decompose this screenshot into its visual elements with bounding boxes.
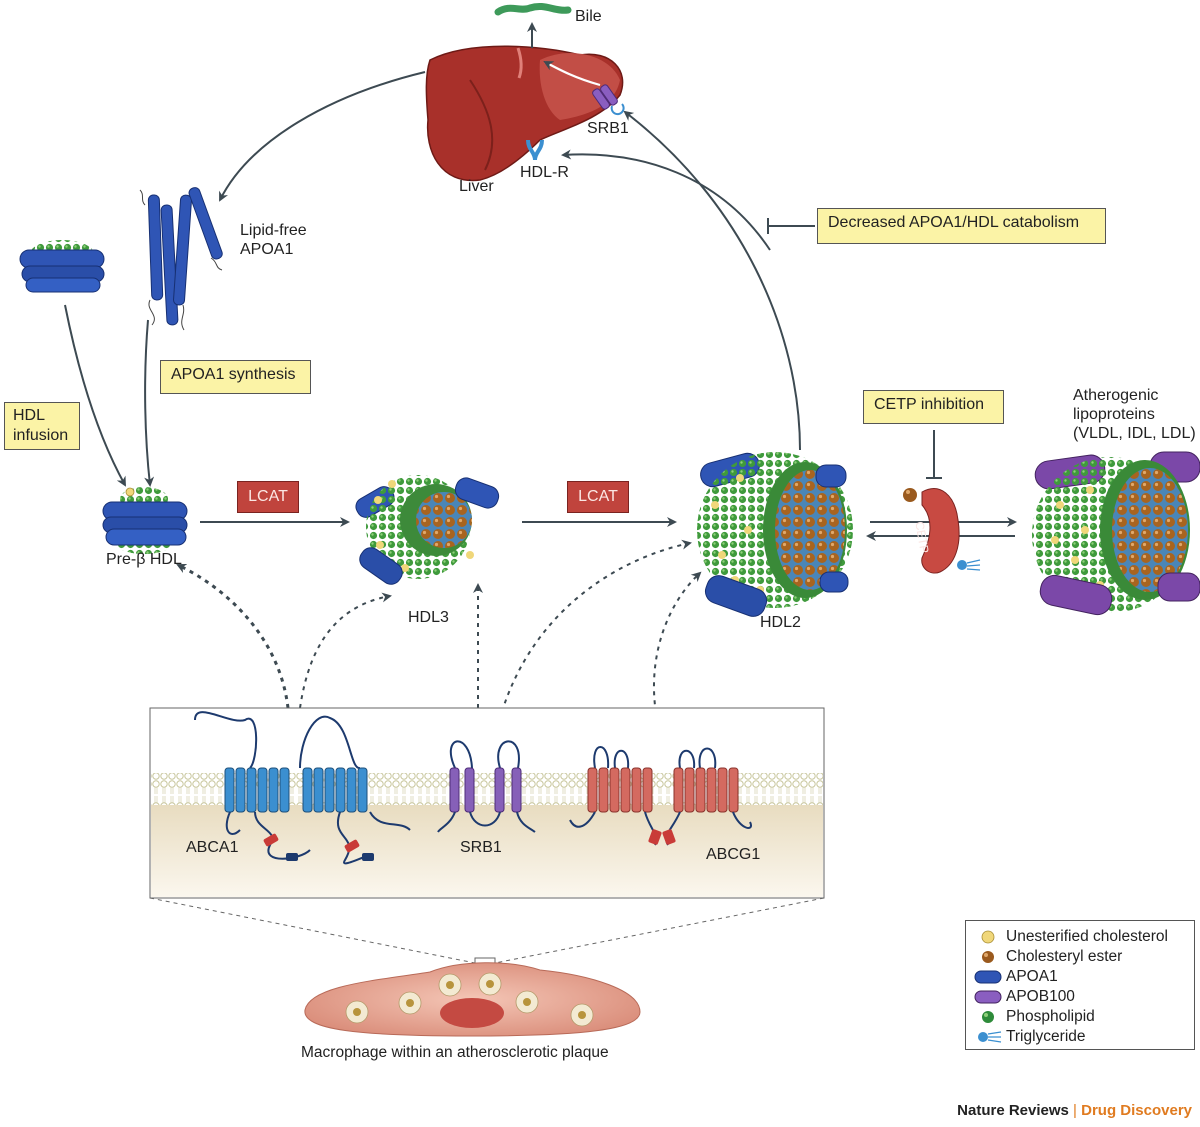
legend-item-apoa1: APOA1 xyxy=(974,967,1058,987)
liver-label: Liver xyxy=(459,178,494,195)
apob100-icon xyxy=(974,988,1002,1006)
legend-label: APOB100 xyxy=(1006,988,1075,1005)
hdl-infusion-line2: infusion xyxy=(13,427,69,444)
infused-hdl-particle xyxy=(19,240,105,293)
phospholipid-icon xyxy=(974,1008,1002,1026)
hdl3-particle xyxy=(355,475,500,585)
cholesteryl-ester-icon xyxy=(974,948,1002,966)
legend-item-triglyceride: Triglyceride xyxy=(974,1027,1086,1047)
hdl2-particle xyxy=(697,452,853,617)
efflux-abca1-to-hdl3 xyxy=(299,592,392,709)
lcat-box-1: LCAT xyxy=(237,481,299,513)
journal-credit: Nature Reviews | Drug Discovery xyxy=(957,1102,1192,1119)
bile-duct xyxy=(494,2,572,48)
inhibition-catabolism xyxy=(767,218,815,234)
apoa1-icon xyxy=(974,968,1002,986)
hdl-infusion-line1: HDL xyxy=(13,407,46,424)
journal-name: Nature Reviews xyxy=(957,1102,1069,1119)
lipid-free-apoa1-label-line1: Lipid-free xyxy=(240,222,307,239)
abca1-label: ABCA1 xyxy=(186,839,239,856)
abcg1-transporter xyxy=(569,746,752,846)
arrow-infused-hdl-to-prebeta xyxy=(64,304,126,487)
srb1-liver-label: SRB1 xyxy=(587,120,629,137)
zoom-line-right xyxy=(494,897,825,964)
abca1-transporter xyxy=(194,711,411,865)
cetp-protein xyxy=(903,488,981,574)
efflux-abca1-to-prebeta xyxy=(176,563,290,709)
atherogenic-label-line2: lipoproteins xyxy=(1073,406,1155,423)
srb1-receptor-liver xyxy=(592,84,625,116)
unesterified-cholesterol-icon xyxy=(974,928,1002,946)
bile-label: Bile xyxy=(575,8,602,25)
hdl-r-receptor xyxy=(526,139,544,161)
macrophage-label: Macrophage within an atherosclerotic pla… xyxy=(301,1044,609,1061)
credit-separator: | xyxy=(1073,1102,1077,1119)
apoa1-synthesis-box: APOA1 synthesis xyxy=(160,360,311,394)
lipid-free-apoa1 xyxy=(139,187,223,331)
legend-item-apob100: APOB100 xyxy=(974,987,1075,1007)
arrow-apoa1-to-prebeta xyxy=(144,319,155,487)
abcg1-label: ABCG1 xyxy=(706,846,761,863)
srb1-transporter xyxy=(437,740,536,833)
hdl3-label: HDL3 xyxy=(408,609,449,626)
pre-beta-hdl-label: Pre-β HDL xyxy=(106,551,182,568)
legend-label: Cholesteryl ester xyxy=(1006,948,1123,965)
lcat-box-2: LCAT xyxy=(567,481,629,513)
pre-beta-hdl-particle xyxy=(102,487,188,554)
arrow-hdl2-to-hdl-r xyxy=(561,149,771,251)
atherogenic-label-line1: Atherogenic xyxy=(1073,387,1159,404)
atherogenic-label-line3: (VLDL, IDL, LDL) xyxy=(1073,425,1196,442)
hdl2-label: HDL2 xyxy=(760,614,801,631)
lipid-free-apoa1-label-line2: APOA1 xyxy=(240,241,294,258)
legend-label: Unesterified cholesterol xyxy=(1006,928,1168,945)
legend: Unesterified cholesterol Cholesteryl est… xyxy=(965,920,1195,1050)
decreased-catabolism-box: Decreased APOA1/HDL catabolism xyxy=(817,208,1106,244)
atherogenic-lipoprotein-particle xyxy=(1032,451,1200,616)
liver-white-arrow xyxy=(543,61,601,87)
cetp-inhibition-box: CETP inhibition xyxy=(863,390,1004,424)
arrow-hdl2-to-srb1 xyxy=(623,110,801,451)
zoom-line-left xyxy=(149,897,476,964)
srb1-membrane-label: SRB1 xyxy=(460,839,502,856)
legend-item-unesterified-cholesterol: Unesterified cholesterol xyxy=(974,927,1168,947)
hdl-r-label: HDL-R xyxy=(520,164,569,181)
triglyceride-icon xyxy=(974,1028,1002,1046)
efflux-abcg1-to-hdl2 xyxy=(653,571,702,749)
legend-item-phospholipid: Phospholipid xyxy=(974,1007,1095,1027)
liver xyxy=(425,45,624,182)
legend-label: Triglyceride xyxy=(1006,1028,1086,1045)
arrow-liver-to-apoa1 xyxy=(219,71,426,202)
legend-item-cholesteryl-ester: Cholesteryl ester xyxy=(974,947,1122,967)
journal-section: Drug Discovery xyxy=(1081,1102,1192,1119)
legend-label: APOA1 xyxy=(1006,968,1058,985)
hdl-infusion-box: HDL infusion xyxy=(4,402,80,450)
legend-label: Phospholipid xyxy=(1006,1008,1095,1025)
inhibition-cetp xyxy=(926,430,942,479)
macrophage-cell xyxy=(304,962,641,1037)
